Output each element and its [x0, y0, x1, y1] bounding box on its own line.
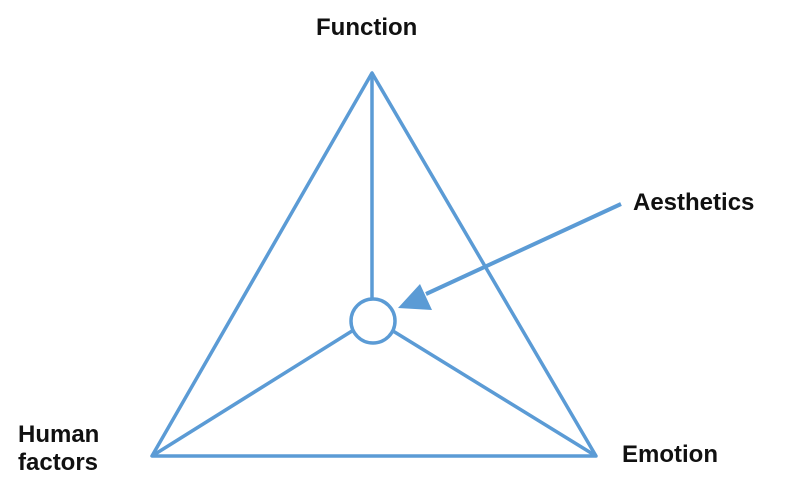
center-circle: [349, 297, 397, 345]
label-aesthetics: Aesthetics: [633, 189, 755, 216]
aesthetics-pointer-shaft: [425, 202, 622, 296]
spoke-right: [392, 329, 597, 458]
label-emotion: Emotion: [622, 441, 718, 468]
spoke-left: [151, 329, 353, 458]
label-human-factors-line2: factors: [18, 449, 99, 476]
aesthetics-pointer-arrowhead: [398, 284, 432, 310]
label-human-factors: Human factors: [18, 421, 99, 477]
label-human-factors-line1: Human: [18, 421, 100, 448]
outer-triangle: [150, 71, 598, 458]
label-function: Function: [316, 14, 418, 41]
